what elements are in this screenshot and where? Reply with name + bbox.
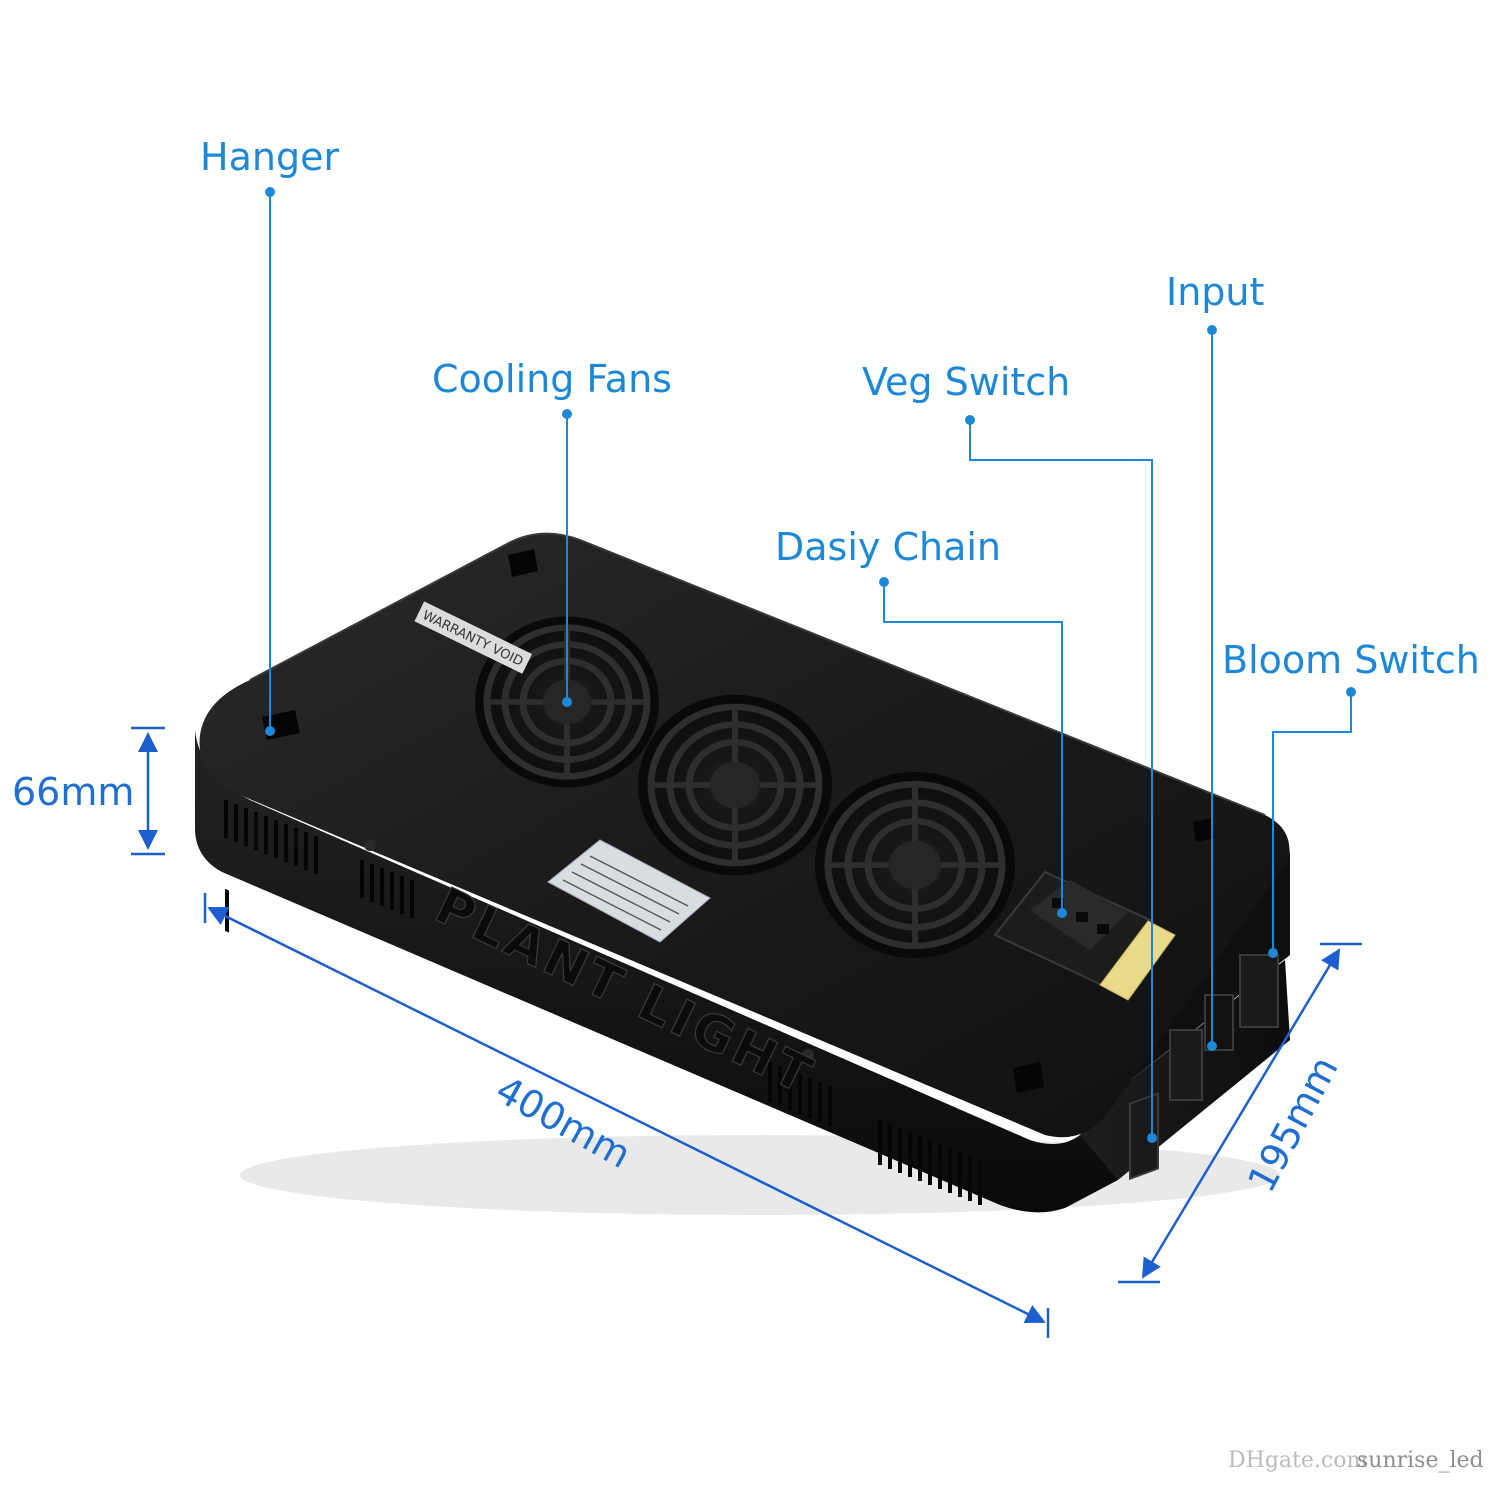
callout-label-input: Input (1166, 270, 1264, 314)
callout-dot (1268, 948, 1278, 958)
callout-label-dasiy-chain: Dasiy Chain (775, 525, 1001, 569)
callout-label-cooling-fans: Cooling Fans (432, 357, 672, 401)
callout-hanger: Hanger (200, 135, 339, 736)
watermark: DHgate.com sunrise_led (1228, 1448, 1484, 1473)
callout-leader (969, 420, 1153, 1138)
callout-veg-switch: Veg Switch (862, 360, 1157, 1143)
callout-dot (1147, 1133, 1157, 1143)
dimension-arrow (1141, 948, 1341, 1279)
screw (364, 839, 376, 851)
callout-dot (562, 697, 572, 707)
watermark-brand: DHgate.com (1228, 1448, 1367, 1473)
callout-label-veg-switch: Veg Switch (862, 360, 1070, 404)
cooling-fan-3 (815, 772, 1015, 958)
callout-label-hanger: Hanger (200, 135, 339, 179)
callout-input: Input (1166, 270, 1264, 1051)
housing-top-edge-highlight (249, 532, 1266, 816)
vent-grille-left-1 (225, 888, 229, 933)
callout-dasiy-chain: Dasiy Chain (775, 525, 1067, 918)
yellow-warning-sticker (1099, 920, 1176, 1001)
callout-leader (1272, 692, 1352, 953)
cooling-fan-2 (638, 694, 832, 876)
watermark-store: sunrise_led (1357, 1448, 1484, 1473)
callout-dot (1057, 908, 1067, 918)
dimension-label-width: 195mm (1239, 1049, 1347, 1199)
daisy-chain-socket (993, 870, 1152, 987)
dimension-label-height: 66mm (12, 770, 134, 814)
callout-dot (265, 726, 275, 736)
dimension-arrow (207, 906, 1046, 1324)
callout-label-bloom-switch: Bloom Switch (1222, 638, 1480, 682)
callout-leader (883, 582, 1063, 913)
callout-bloom-switch: Bloom Switch (1222, 638, 1480, 958)
dimension-height: 66mm (12, 726, 165, 856)
callout-cooling-fans: Cooling Fans (432, 357, 672, 707)
callout-dot (1207, 1041, 1217, 1051)
led-grow-light-housing: WARRANTY VOID (195, 532, 1290, 1215)
